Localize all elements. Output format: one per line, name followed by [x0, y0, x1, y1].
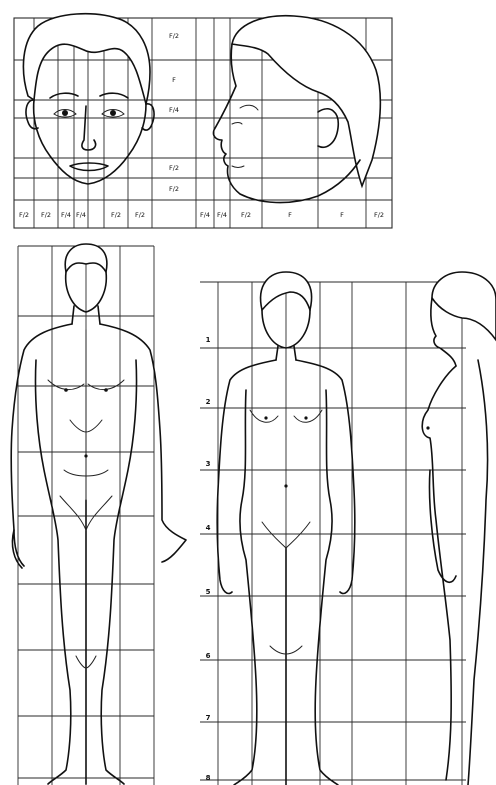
row-number: 7 — [206, 714, 211, 722]
column-label: F/2 — [241, 211, 251, 219]
female-row-numbers: 1 2 3 4 5 6 7 8 — [206, 336, 211, 782]
row-label: F/2 — [169, 164, 179, 172]
column-label: F/4 — [76, 211, 86, 219]
row-number: 3 — [206, 460, 211, 468]
female-body-profile-drawing — [422, 272, 496, 785]
row-number: 1 — [206, 336, 211, 344]
head-proportion-panel: F/2 F F/4 F/2 F/2 F/2 F/2 F/4 F/4 F/2 F/… — [14, 14, 392, 228]
profile-bottom-labels: F/4 F/4 F/2 F F F/2 — [200, 211, 384, 219]
male-head-profile-drawing — [213, 16, 380, 203]
row-label: F/4 — [169, 106, 179, 114]
row-number: 4 — [206, 524, 211, 532]
male-head-front-drawing — [23, 14, 154, 184]
column-label: F/4 — [200, 211, 210, 219]
male-body-panel — [11, 244, 186, 785]
front-bottom-labels: F/2 F/2 F/4 F/4 F/2 F/2 — [19, 211, 145, 219]
male-body-drawing — [11, 244, 186, 784]
column-label: F/2 — [111, 211, 121, 219]
row-label: F/2 — [169, 32, 179, 40]
column-label: F/2 — [374, 211, 384, 219]
column-label: F/2 — [135, 211, 145, 219]
row-label: F — [172, 76, 176, 84]
column-label: F — [340, 211, 344, 219]
column-label: F/2 — [41, 211, 51, 219]
row-number: 5 — [206, 588, 211, 596]
column-label: F — [288, 211, 292, 219]
row-label: F/2 — [169, 185, 179, 193]
row-number: 6 — [206, 652, 211, 660]
female-body-panel: 1 2 3 4 5 6 7 8 — [200, 272, 496, 785]
column-label: F/4 — [61, 211, 71, 219]
column-label: F/4 — [217, 211, 227, 219]
row-number: 8 — [206, 774, 211, 782]
row-number: 2 — [206, 398, 211, 406]
column-label: F/2 — [19, 211, 29, 219]
head-row-labels: F/2 F F/4 F/2 F/2 — [169, 32, 179, 193]
